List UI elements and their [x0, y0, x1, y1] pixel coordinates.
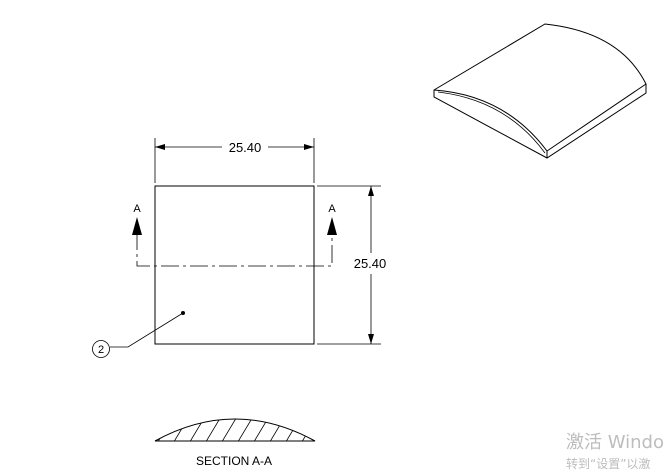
section-arrow-right-icon — [327, 217, 337, 235]
section-arrow-left-icon — [132, 217, 142, 235]
section-hatching — [155, 419, 315, 441]
section-mark-right: A — [328, 203, 336, 215]
activation-watermark-title: 激活 Windo — [566, 432, 664, 453]
balloon-number: 2 — [98, 344, 104, 356]
width-dimension-label: 25.40 — [229, 140, 262, 155]
height-dimension: 25.40 — [317, 185, 387, 345]
height-dimension-label: 25.40 — [354, 256, 387, 271]
section-line: A A — [132, 203, 337, 267]
section-view: SECTION A-A — [154, 418, 316, 468]
activation-watermark-subtitle: 转到“设置”以激 — [566, 457, 651, 471]
section-mark-left: A — [133, 203, 141, 215]
front-view-outline — [154, 185, 315, 345]
balloon-callout: 2 — [92, 311, 185, 358]
section-caption: SECTION A-A — [196, 454, 272, 468]
width-dimension: 25.40 — [154, 138, 315, 183]
isometric-view — [433, 23, 647, 159]
